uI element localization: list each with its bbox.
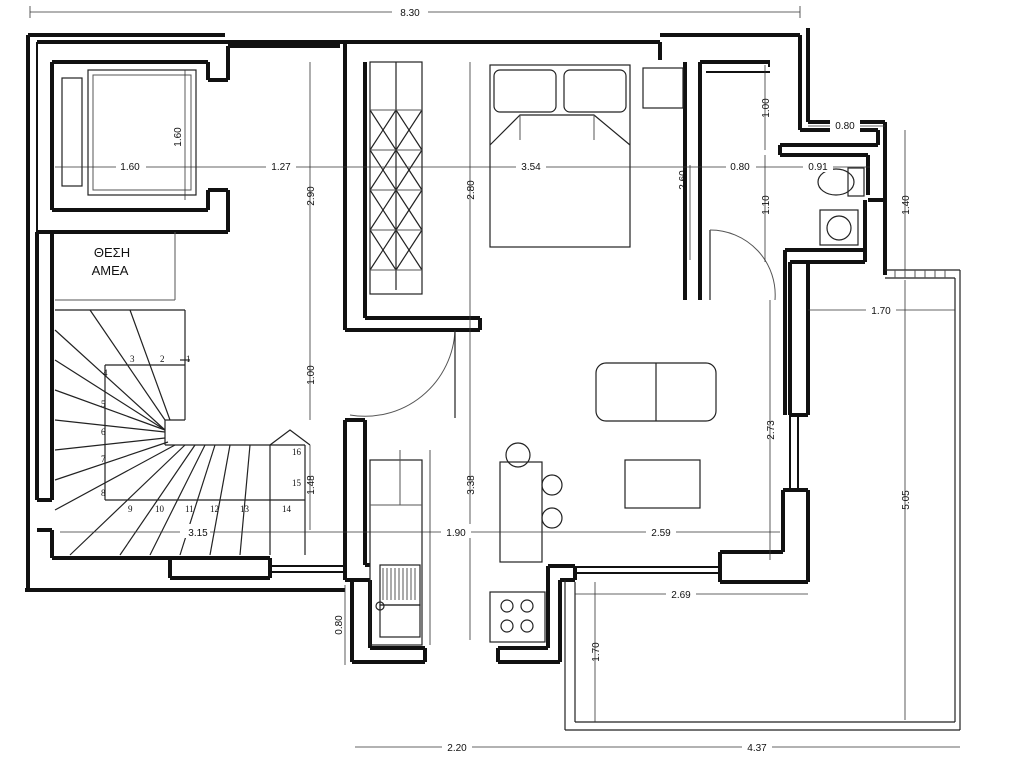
dimension-overall-top: 8.30 <box>29 4 801 19</box>
closet-small <box>61 69 197 196</box>
living-furniture <box>499 362 717 563</box>
dim-balcony-w: 1.70 <box>871 306 891 317</box>
dim-living-h2: 2.73 <box>766 420 777 440</box>
dim-terrace-w: 2.69 <box>671 590 691 601</box>
wardrobe <box>369 61 423 295</box>
disabled-space-label-line2: ΑΜΕΑ <box>92 263 129 278</box>
dim-bedroom-h: 2.60 <box>678 170 689 190</box>
kitchen <box>369 450 546 646</box>
dim-bottom-left: 2.20 <box>447 743 467 754</box>
stair-step-6: 6 <box>101 427 106 437</box>
dim-bath-w2: 0.91 <box>808 162 828 173</box>
stair-step-1: 1 <box>186 354 191 364</box>
stair-step-13: 13 <box>240 504 250 514</box>
double-bed <box>489 64 684 248</box>
dim-hall-h: 2.90 <box>306 186 317 206</box>
dim-stair-w: 3.15 <box>188 528 208 539</box>
dim-bath-h-top: 1.00 <box>761 98 772 118</box>
dim-bottom-right: 4.37 <box>747 743 767 754</box>
dim-ext-h: 1.40 <box>901 195 912 215</box>
terrace <box>564 269 961 731</box>
dim-overall-top: 8.30 <box>400 8 420 19</box>
staircase: 1 2 3 4 5 6 7 8 9 10 11 12 13 14 15 16 <box>54 309 311 556</box>
interior-walls <box>343 42 770 664</box>
dim-stair-h: 1.48 <box>306 475 317 495</box>
dim-bedroom-small-w: 1.60 <box>120 162 140 173</box>
stair-step-7: 7 <box>101 454 106 464</box>
stair-step-15: 15 <box>292 478 302 488</box>
dimension-labels: 1.60 1.60 1.27 2.90 2.80 3.54 2.60 1.00 … <box>116 98 912 754</box>
outer-walls <box>25 28 887 592</box>
dishwasher-grille <box>382 568 416 600</box>
bathroom <box>709 167 865 301</box>
stair-step-12: 12 <box>210 504 219 514</box>
dim-living-h: 3.38 <box>466 475 477 495</box>
dim-kitchen-w: 1.90 <box>446 528 466 539</box>
stair-step-8: 8 <box>101 488 106 498</box>
dim-corridor-w: 1.27 <box>271 162 291 173</box>
stair-step-3: 3 <box>130 354 135 364</box>
stair-step-14: 14 <box>282 504 292 514</box>
stair-step-10: 10 <box>155 504 165 514</box>
dim-living-w: 2.59 <box>651 528 671 539</box>
dim-bath-h: 1.10 <box>761 195 772 215</box>
dim-bedroom-w: 3.54 <box>521 162 541 173</box>
stair-step-5: 5 <box>101 399 106 409</box>
hall-door <box>349 329 456 418</box>
dim-bedroom-small-h: 1.60 <box>173 127 184 147</box>
stair-step-16: 16 <box>292 447 302 457</box>
dim-hall-mid-h: 1.00 <box>306 365 317 385</box>
stair-step-2: 2 <box>160 354 165 364</box>
stair-step-9: 9 <box>128 504 133 514</box>
dim-bath-w: 0.80 <box>730 162 750 173</box>
dim-balcony-h: 5.05 <box>901 490 912 510</box>
dim-wardrobe-h: 2.80 <box>466 180 477 200</box>
dim-kitchen-h: 0.80 <box>334 615 345 635</box>
disabled-space-label-line1: ΘΕΣΗ <box>94 245 130 260</box>
dim-ext-w-top: 0.80 <box>835 121 855 132</box>
stair-step-11: 11 <box>185 504 194 514</box>
dim-terrace-h: 1.70 <box>591 642 602 662</box>
stair-step-4: 4 <box>103 368 108 378</box>
disabled-space: ΘΕΣΗ ΑΜΕΑ <box>55 232 176 301</box>
